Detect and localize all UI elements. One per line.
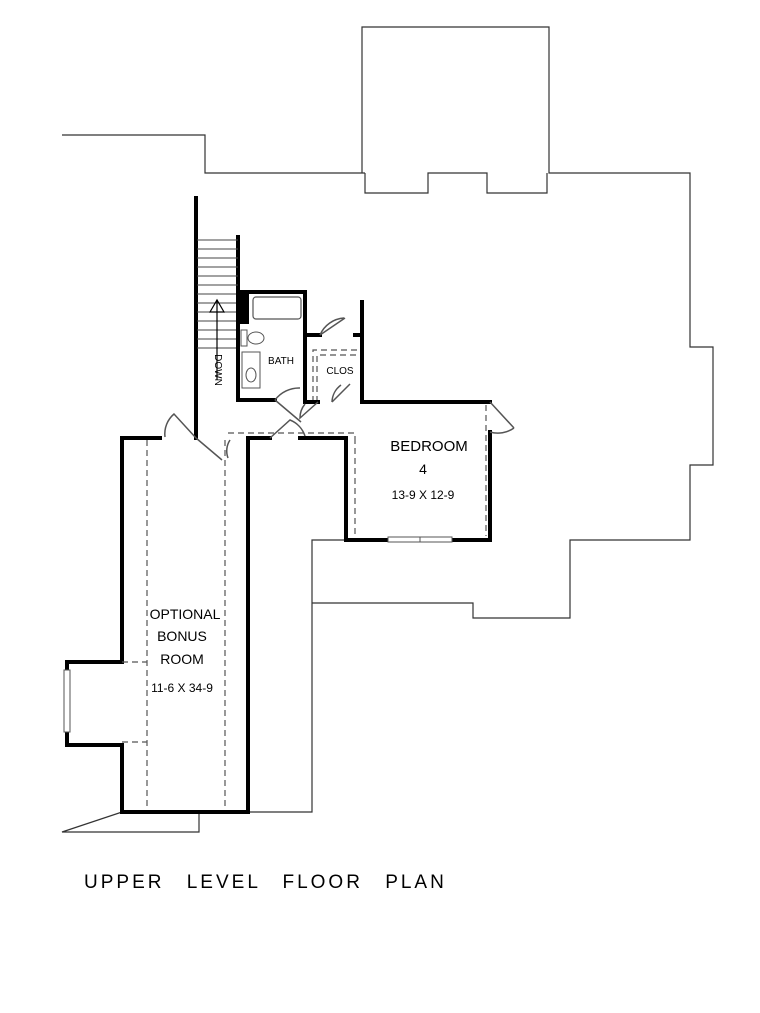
bonus-size: 11-6 X 34-9	[151, 681, 213, 695]
bonus-door-2[interactable]	[195, 437, 231, 461]
arrow-up-icon	[208, 298, 226, 313]
bath-label: BATH	[268, 356, 294, 367]
roof-notch	[364, 172, 548, 194]
vanity	[241, 351, 261, 389]
bedroom-name: BEDROOM	[390, 438, 468, 455]
bedroom-number: 4	[419, 461, 427, 477]
hall-wall	[246, 436, 272, 814]
window	[63, 669, 71, 733]
bonus-room: OPTIONAL BONUS ROOM 11-6 X 34-9	[63, 412, 250, 814]
stairs: DOWN	[194, 196, 240, 440]
bedroom-size: 13-9 X 12-9	[392, 488, 455, 502]
bath: BATH	[236, 290, 307, 423]
bonus-line3: ROOM	[160, 651, 204, 667]
closet: CLOS	[303, 300, 364, 404]
bedroom-exterior-door[interactable]	[489, 401, 515, 434]
bonus-line2: BONUS	[157, 628, 207, 644]
stairs-label: DOWN	[212, 354, 223, 386]
bonus-line1: OPTIONAL	[150, 606, 221, 622]
bedroom-4: BEDROOM 4 13-9 X 12-9	[228, 400, 515, 543]
closet-label: CLOS	[326, 366, 354, 377]
closet-door[interactable]	[331, 383, 351, 403]
toilet	[247, 331, 265, 345]
plan-title: UPPER LEVEL FLOOR PLAN	[84, 872, 447, 893]
hall-door[interactable]	[269, 419, 306, 439]
bedroom-door[interactable]	[299, 401, 319, 420]
bath-door[interactable]	[274, 387, 302, 423]
bathtub	[252, 296, 302, 320]
bonus-door[interactable]	[164, 412, 197, 439]
roof-outline	[61, 26, 714, 833]
